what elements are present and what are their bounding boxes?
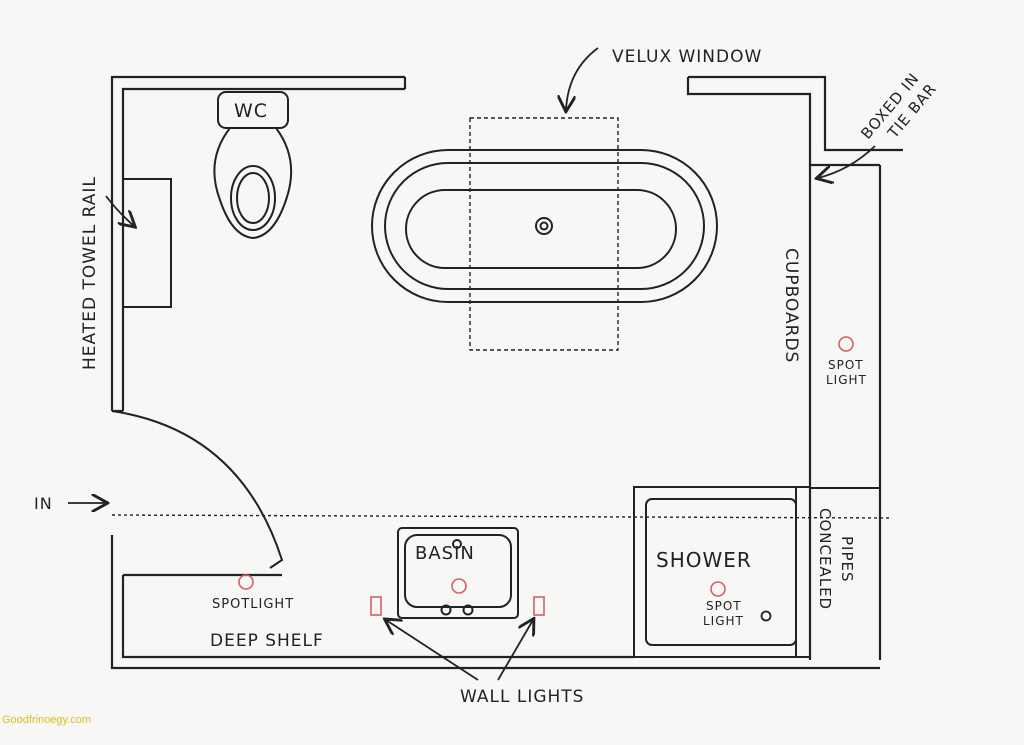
velux-window-label: VELUX WINDOW bbox=[612, 47, 762, 67]
pipes-label: PIPES bbox=[838, 536, 856, 583]
wall-lights-label: WALL LIGHTS bbox=[460, 687, 584, 707]
concealed-label: CONCEALED bbox=[816, 508, 834, 610]
towel-rail-arrow bbox=[105, 195, 134, 226]
spot-lights bbox=[238, 336, 854, 597]
spot-light-shower bbox=[710, 581, 726, 597]
basin bbox=[397, 527, 519, 619]
spot-light-shower-label-1: SPOT bbox=[706, 599, 742, 613]
in-label: IN bbox=[34, 494, 53, 513]
section-line bbox=[111, 514, 891, 519]
spot-light-basin bbox=[451, 578, 467, 594]
spot-light-left-label: SPOTLIGHT bbox=[212, 597, 294, 612]
basin-label: BASIN bbox=[415, 543, 475, 564]
door bbox=[111, 410, 284, 569]
spot-light-shower-label-2: LIGHT bbox=[703, 614, 744, 628]
shower-label: SHOWER bbox=[656, 548, 752, 572]
wc bbox=[213, 91, 293, 240]
spot-light-right-label-2: LIGHT bbox=[826, 373, 867, 387]
wall-light-arrow-left bbox=[386, 620, 479, 681]
shower-drain bbox=[760, 610, 772, 622]
wall-lights bbox=[370, 596, 545, 616]
spot-light-left bbox=[238, 574, 254, 590]
bath bbox=[371, 149, 718, 303]
shower bbox=[633, 486, 811, 658]
annotation-arrows bbox=[68, 47, 876, 681]
wall-light-arrow-right bbox=[497, 620, 533, 681]
watermark: Goodfrinoegy.com bbox=[2, 714, 91, 726]
heated-towel-rail bbox=[122, 178, 172, 308]
spot-light-right bbox=[838, 336, 854, 352]
wc-label: WC bbox=[234, 100, 268, 122]
velux-window-outline bbox=[469, 117, 619, 351]
cupboards-label: CUPBOARDS bbox=[781, 248, 801, 363]
walls bbox=[110, 75, 903, 670]
velux-arrow bbox=[566, 47, 599, 110]
tie-bar-arrow bbox=[818, 145, 876, 178]
heated-towel-rail-label: HEATED TOWEL RAIL bbox=[80, 176, 100, 370]
spot-light-right-label-1: SPOT bbox=[828, 358, 864, 372]
deep-shelf-label: DEEP SHELF bbox=[210, 631, 324, 651]
